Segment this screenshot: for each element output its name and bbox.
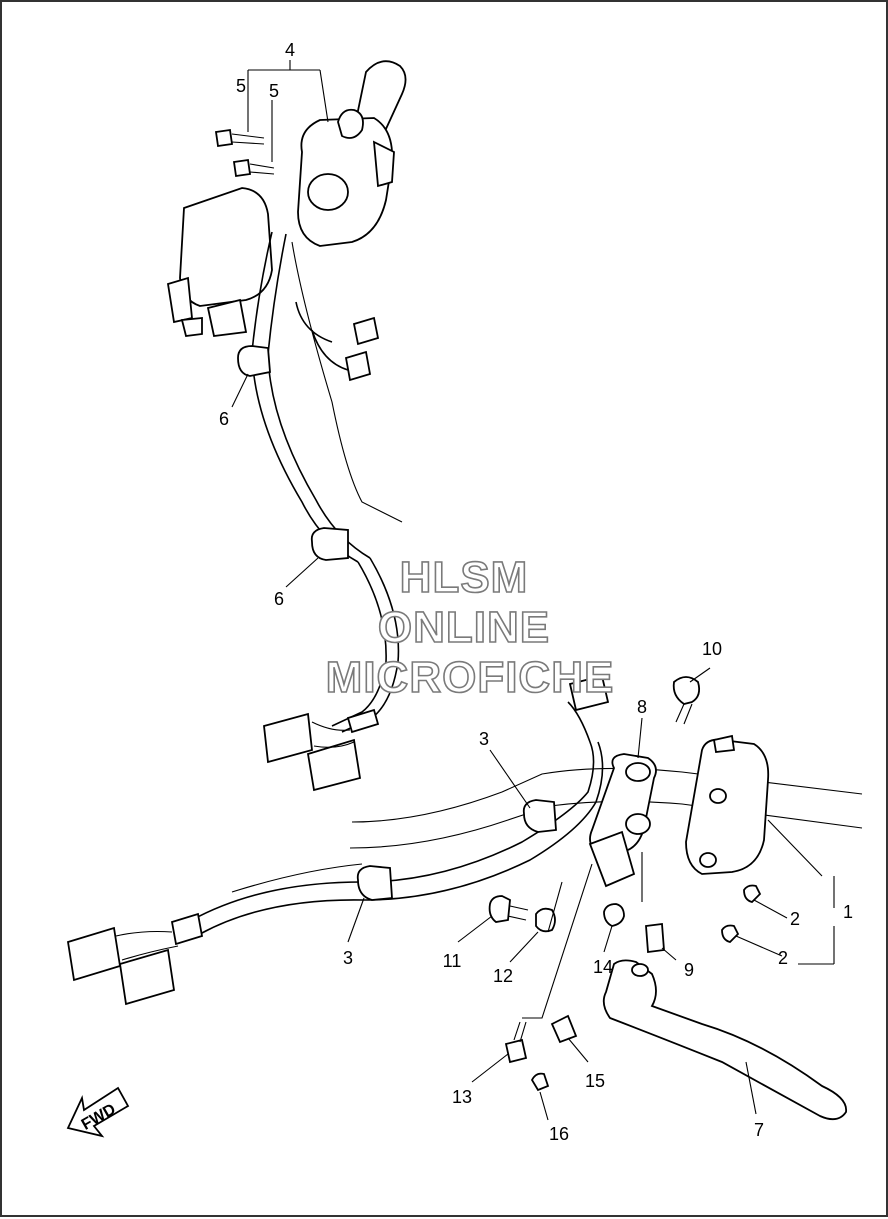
watermark: HLSM ONLINE MICROFICHE — [325, 552, 615, 703]
upper-bolts — [214, 128, 275, 178]
watermark-line-2: ONLINE — [378, 603, 550, 652]
callout-4: 4 — [285, 40, 295, 60]
callout-10: 10 — [702, 639, 722, 659]
upper-clamps — [237, 345, 349, 561]
callout-5-left: 5 — [236, 76, 246, 96]
callout-9: 9 — [684, 960, 694, 980]
callout-6-lower: 6 — [274, 589, 284, 609]
callout-5-right: 5 — [269, 81, 279, 101]
lever-bracket-holder — [588, 753, 657, 888]
fwd-direction-arrow: FWD — [66, 1086, 130, 1138]
upper-connector-pair — [263, 557, 400, 792]
callout-15: 15 — [585, 1071, 605, 1091]
callout-3-upper: 3 — [479, 729, 489, 749]
callout-2-lower: 2 — [778, 948, 788, 968]
callout-1: 1 — [843, 902, 853, 922]
callout-8: 8 — [637, 697, 647, 717]
callout-labels: 4 5 5 6 6 10 8 3 1 2 2 3 11 12 14 9 15 1… — [219, 40, 853, 1144]
watermark-line-1: HLSM — [400, 553, 529, 602]
callout-11: 11 — [443, 951, 462, 971]
clutch-lever — [602, 959, 847, 1121]
callout-14: 14 — [593, 957, 613, 977]
callout-6-upper: 6 — [219, 409, 229, 429]
upper-wire-loom — [251, 231, 403, 563]
callout-2-upper: 2 — [790, 909, 800, 929]
lower-wire-loom — [191, 674, 610, 935]
small-hardware — [488, 676, 762, 1092]
watermark-line-3: MICROFICHE — [326, 653, 615, 702]
right-switch-housing — [685, 734, 770, 875]
callout-12: 12 — [493, 966, 513, 986]
callout-3-lower: 3 — [343, 948, 353, 968]
leader-lines — [231, 60, 835, 1121]
lower-connector-pair — [66, 912, 204, 1006]
upper-switch-connector-box — [166, 187, 273, 337]
callout-13: 13 — [452, 1087, 472, 1107]
callout-7: 7 — [754, 1120, 764, 1140]
upper-switch-housing — [297, 108, 395, 247]
callout-16: 16 — [549, 1124, 569, 1144]
